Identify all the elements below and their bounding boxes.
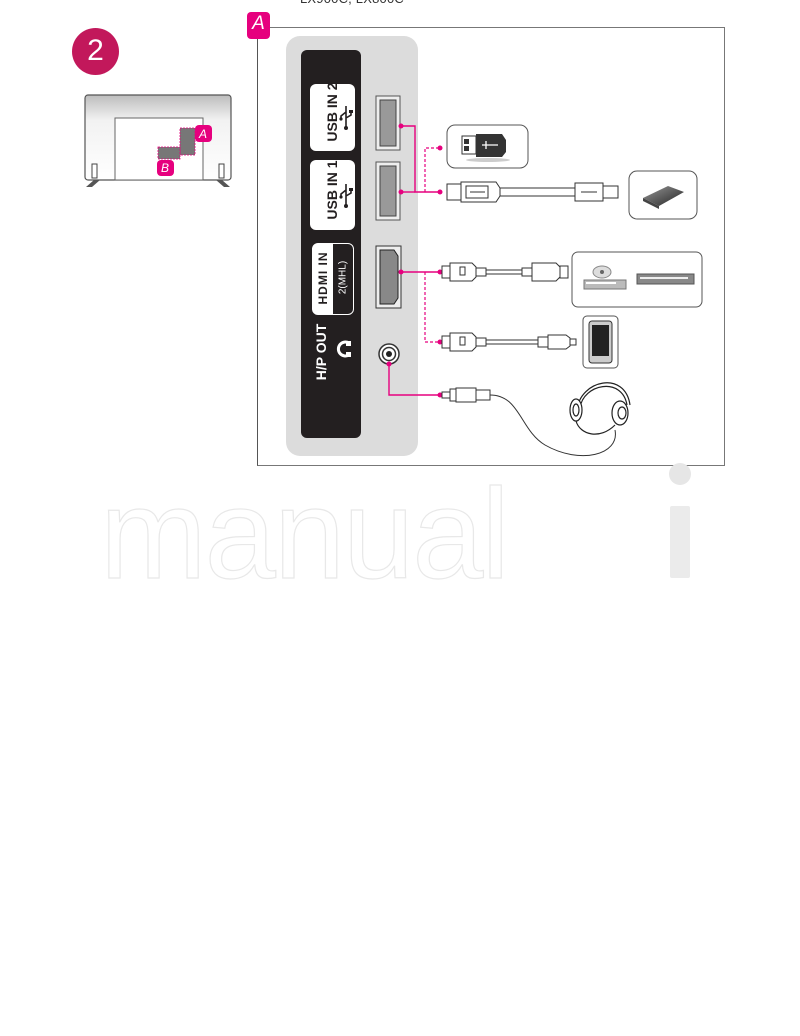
connection-diagram: [375, 95, 703, 457]
usb1-port: [375, 161, 401, 221]
usb1-label: USB IN 1: [324, 160, 340, 220]
dvd-player-icon: [583, 265, 627, 290]
hp-out-label: H/P OUT: [313, 323, 329, 381]
tv-back-icon: A B: [84, 94, 232, 187]
headphone-cable: [441, 387, 616, 457]
mhl-label: 2(MHL): [337, 260, 349, 295]
svg-text:A: A: [198, 127, 207, 141]
port-label-hdmi2: HDMI IN 2(MHL): [312, 243, 354, 315]
callout-label-a: A: [247, 12, 270, 39]
usb2-port: [375, 95, 401, 151]
watermark: manual: [99, 456, 700, 607]
svg-text:manual: manual: [100, 463, 508, 586]
headphones-device: [569, 382, 631, 435]
step-badge: 2: [72, 28, 119, 75]
watermark-logo: manual: [99, 462, 691, 607]
model-header: LX900C, LX800C: [300, 0, 404, 6]
hdmi-port: [375, 245, 402, 309]
usb-stick-device: [446, 124, 529, 169]
usb-icon: [339, 106, 353, 130]
usb2-label: USB IN 2: [324, 82, 340, 142]
set-top-box-icon: [636, 273, 695, 285]
headphone-jack: [378, 343, 400, 365]
hard-drive-device: [628, 170, 698, 220]
port-label-usb2: USB IN 2: [310, 82, 355, 151]
av-devices: [571, 251, 703, 308]
tv-back-thumbnail: A B: [82, 92, 234, 190]
smartphone-device: [582, 315, 619, 369]
connection-diagram-frame: [257, 27, 725, 466]
headphone-icon: [336, 340, 351, 358]
hdmi-label: HDMI IN: [316, 251, 330, 305]
usb-cable: [446, 181, 619, 203]
port-label-usb1: USB IN 1: [310, 160, 355, 230]
svg-text:B: B: [161, 161, 169, 175]
mhl-cable: [441, 332, 577, 352]
hdmi-cable: [441, 262, 569, 282]
usb-icon: [339, 184, 353, 208]
